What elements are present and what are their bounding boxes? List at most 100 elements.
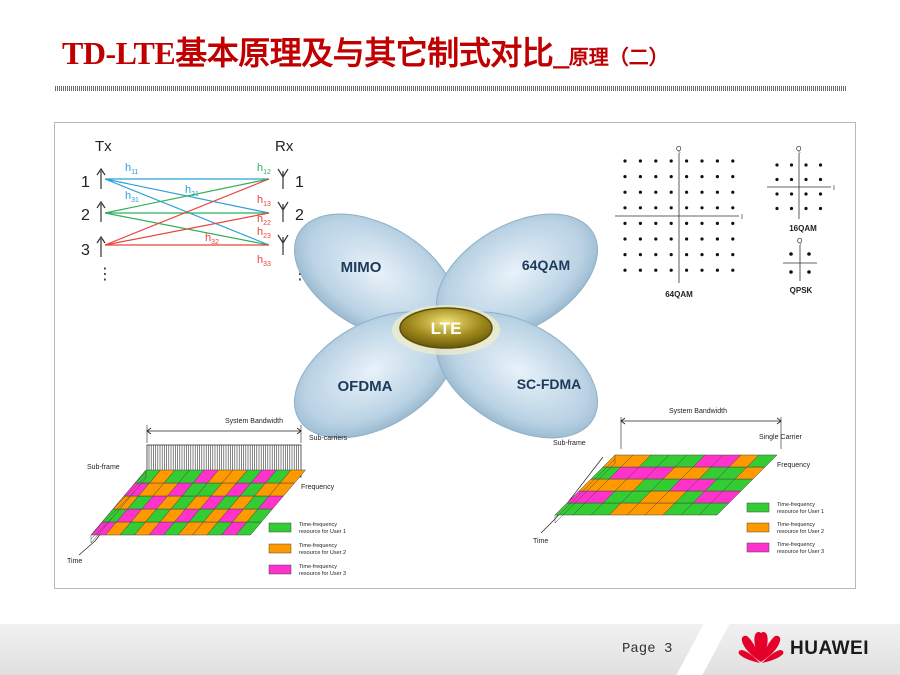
qam64-point [685,159,689,163]
ofdma-grid-side [90,469,147,544]
ofdma-legend-line2: resource for User 1 [299,529,346,535]
h23-label: h23 [257,226,271,240]
qam64-point [669,268,673,272]
lte-petal-graphic: LTE MIMO 64QAM OFDMA SC-FDMA [293,213,599,439]
qam64-point [715,221,720,225]
scfdma-legend-line1: Time-frequency [777,502,815,508]
qam64-point [638,221,643,225]
qpsk-caption: QPSK [790,286,813,295]
petal-label-scfdma: SC-FDMA [517,376,582,392]
ofdma-time-label: Time [67,558,82,565]
qam16-point [789,192,794,196]
qpsk-point [807,270,811,274]
ofdma-resource-block [279,469,307,484]
lte-overview-figure: Tx Rx 1 2 3 ⋮ 1 2 3 ⋮ [54,122,856,589]
qam64-point [669,253,673,257]
constellation-16qam: I Q 16QAM [767,146,835,233]
qpsk-axis-q: Q [797,238,803,245]
qpsk-point [789,270,793,274]
qam64-point [700,237,704,241]
scfdma-legend-line1: Time-frequency [777,522,815,528]
ofdma-legend-swatch [268,564,292,575]
qam64-point [638,237,643,241]
rx-antenna-2: 2 [295,207,304,224]
qam64-point [715,253,720,257]
tx-label: Tx [95,138,112,155]
tx-ellipsis: ⋮ [97,266,113,283]
page-number: 3 [664,641,673,657]
qam64-point [669,221,673,225]
qam16-point [818,192,823,196]
qam64-point [731,253,735,257]
tx-antenna-1: 1 [81,174,90,191]
qam64-point [715,159,720,163]
ofdma-legend-swatch [268,522,292,533]
qam64-point [638,253,643,257]
qam64-point [654,175,658,179]
qam16-point [818,206,823,211]
qam64-point [715,237,720,241]
qam64-axis-q: Q [676,146,682,153]
constellation-qpsk: Q QPSK [783,238,817,295]
qam64-point [731,221,735,225]
qam64-point [731,175,735,179]
qam64-point [654,268,658,272]
qam64-point [715,190,720,194]
ofdma-subcarriers-label: Sub-carriers [309,435,348,442]
qam64-caption: 64QAM [665,290,693,299]
qam16-point [775,163,779,167]
petal-label-mimo: MIMO [341,259,382,276]
qam64-point [731,190,735,194]
qam64-point [731,237,735,241]
ofdma-bandwidth-label: System Bandwidth [225,418,283,425]
qam16-point [789,177,794,182]
qam16-point [804,206,808,211]
qam64-point [685,221,689,225]
qam64-point [669,237,673,241]
qam64-point [623,175,627,179]
ofdma-legend-line1: Time-frequency [299,543,337,549]
title-divider [55,86,847,91]
brand-wordmark: HUAWEI [790,638,869,659]
qam64-point [731,268,735,272]
qam16-point [804,177,808,182]
page-label: Page [622,641,656,657]
qam64-point [715,175,720,179]
scfdma-single-carrier-label: Single Carrier [759,434,802,441]
qam64-point [638,175,643,179]
qam64-point [669,206,673,210]
qam64-point [623,206,627,210]
scfdma-legend-swatch [746,522,770,533]
qam64-point [685,237,689,241]
qam64-point [638,206,643,210]
qam64-point [669,159,673,163]
qam64-point [700,268,704,272]
page-indicator: Page 3 [622,641,672,657]
qam64-point [731,206,735,210]
scfdma-legend-line2: resource for User 1 [777,509,824,515]
qam64-point [700,159,704,163]
qam64-point [623,221,627,225]
scfdma-legend-swatch [746,542,770,553]
h21-label: h21 [185,184,199,198]
scfdma-legend-line2: resource for User 2 [777,529,824,535]
scfdma-time-label: Time [533,538,548,545]
scfdma-resource-diagram: System Bandwidth Single Carrier Sub-fram… [533,408,824,555]
qpsk-point [807,252,811,256]
qam64-point [685,206,689,210]
qam64-point [654,237,658,241]
qam16-point [775,206,779,211]
qam64-point [669,190,673,194]
h12-label: h12 [257,162,271,176]
qam16-point [775,177,779,182]
qam64-point [654,221,658,225]
qam64-point [638,190,643,194]
qam64-point [685,253,689,257]
h11-label: h11 [125,162,138,176]
qam64-point [715,268,720,272]
scfdma-bandwidth-label: System Bandwidth [669,408,727,415]
qam16-point [818,177,823,182]
ofdma-legend-swatch [268,543,292,554]
qam64-point [623,159,627,163]
tx-antenna-3: 3 [81,242,90,259]
